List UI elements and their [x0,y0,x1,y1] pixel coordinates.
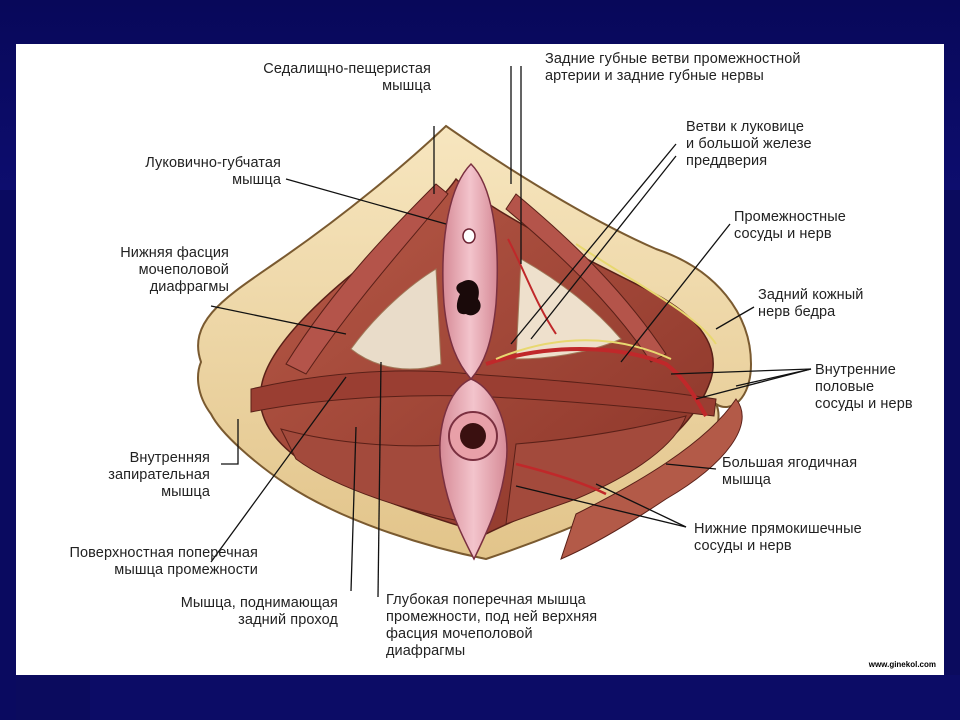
ischiocavernosus-left [285,183,449,375]
posterior-femoral-nerve [575,243,717,345]
rectal-vessels [515,462,607,496]
gluteus-maximus [560,398,743,560]
label-obturator-internus: Внутренняя запирательная мышца [108,450,210,500]
slide-panel: Седалищно-пещеристая мышца Луковично-губ… [16,44,944,675]
fascia-right [515,258,622,360]
leader-lines [210,66,812,598]
watermark: www.ginekol.com [868,660,936,669]
label-posterior-femoral-nerve: Задний кожный нерв бедра [758,287,864,320]
labial-vessels [507,238,557,335]
vaginal-opening [456,279,481,316]
label-gluteus-maximus: Большая ягодичная мышца [722,455,858,488]
label-bulbospongiosus: Луковично-губчатая мышца [145,155,281,188]
anus-opening [460,423,486,449]
label-bulb-branches: Ветви к луковице и большой железе преддв… [686,119,812,169]
perineum-illustration [197,66,812,598]
label-superficial-transverse: Поверхностная поперечная мышца промежнос… [69,545,258,578]
background-band-left [0,190,16,720]
pudendal-nerve [495,339,672,360]
pudendal-artery [485,347,708,418]
label-inferior-rectal: Нижние прямокишечные сосуды и нерв [694,521,862,554]
label-perineal-vessels: Промежностные сосуды и нерв [734,209,846,242]
label-posterior-labial: Задние губные ветви промежностной артери… [545,51,801,84]
label-ischiocavernosus: Седалищно-пещеристая мышца [263,61,431,94]
levator-ani-right [505,415,687,525]
label-internal-pudendal: Внутренние половые сосуды и нерв [815,362,913,412]
background-band-bottom [90,675,960,720]
fascia-left [350,268,442,370]
urethral-opening [462,228,476,244]
ischiocavernosus-right [505,193,667,363]
label-inferior-fascia: Нижняя фасция мочеполовой диафрагмы [120,245,229,295]
label-levator-ani: Мышца, поднимающая задний проход [180,595,338,628]
label-deep-transverse: Глубокая поперечная мышца промежности, п… [386,592,598,659]
